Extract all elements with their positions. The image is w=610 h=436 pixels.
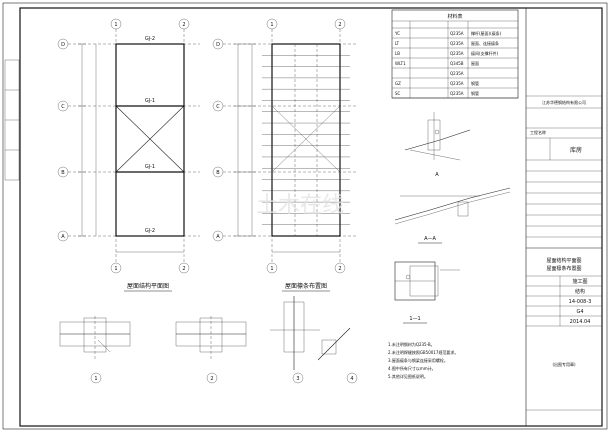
material-table-cell: 屋面 xyxy=(471,60,479,66)
grid-label: D xyxy=(61,42,65,48)
material-table-cell: Q345B xyxy=(450,61,464,66)
drawing-number: 14-008-3 xyxy=(569,299,592,305)
grid-label: 2 xyxy=(338,22,341,28)
grid-label: 1 xyxy=(270,22,273,28)
detail-number: 2 xyxy=(210,376,213,382)
beam-label: GJ-1 xyxy=(145,98,155,104)
material-table-cell: 钢管 xyxy=(471,80,479,86)
design-stage: 施工图 xyxy=(572,278,587,285)
drawing-title-1: 屋面结构平面图 xyxy=(546,257,581,264)
roof-frame-outline xyxy=(115,43,185,237)
bottom-details: 1 2 3 4 xyxy=(59,296,358,384)
plan-title: 屋面檩条布置图 xyxy=(285,282,327,290)
material-table-cell: LT xyxy=(395,41,400,46)
material-table-cell: Q235A xyxy=(450,81,464,86)
material-table-cell: SC xyxy=(395,91,401,96)
grid-label: B xyxy=(61,170,65,176)
material-table-cell: WLT1 xyxy=(395,61,406,66)
detail-number: 3 xyxy=(296,376,299,382)
title-block: 江苏华德钢结构有限公司 工程名称 库房 屋面结构平面图 屋面檩条布置图 施工图 … xyxy=(525,7,603,427)
material-table-cell: 屋面、连接檩条 xyxy=(471,40,499,46)
discipline: 结构 xyxy=(575,288,585,295)
note-line: 5.其他详见图纸说明。 xyxy=(388,373,428,379)
grid-label: C xyxy=(61,104,65,110)
note-line: 1.未注明钢材为Q235-B。 xyxy=(388,341,435,347)
material-table-cell: GZ xyxy=(395,81,401,86)
material-table-cell: Q235A xyxy=(450,41,464,46)
beam-label: GJ-2 xyxy=(145,228,155,234)
connection-details: A A—A 1—1 xyxy=(394,112,511,324)
beam-label: GJ-2 xyxy=(145,36,155,42)
project-label: 工程名称 xyxy=(530,129,546,135)
note-line: 2.未注明焊缝按照GB50017规范要求。 xyxy=(388,349,458,355)
material-table-cell: Q235A xyxy=(450,31,464,36)
material-table-cell: 撑杆(屋面)(檩条) xyxy=(471,30,502,36)
material-table-cell: Q235A xyxy=(450,91,464,96)
grid-label: 2 xyxy=(182,22,185,28)
grid-label: C xyxy=(216,104,220,110)
stamp-label: (出图专用章) xyxy=(552,361,576,367)
section-label: 1—1 xyxy=(409,316,420,322)
grid-label: D xyxy=(216,42,220,48)
beam-label: GJ-1 xyxy=(145,164,155,170)
grid-label: A xyxy=(216,234,220,240)
issue-date: 2014.04 xyxy=(570,319,591,325)
material-table-cell: 钢管 xyxy=(471,90,479,96)
drawing-title-2: 屋面檩条布置图 xyxy=(546,265,581,272)
detail-number: 4 xyxy=(350,376,353,382)
material-table-cell: 檩间(支撑杆件) xyxy=(471,50,499,56)
grid-label: 1 xyxy=(114,266,117,272)
grid-label: 2 xyxy=(338,266,341,272)
material-table-cell: YC xyxy=(394,31,400,36)
grid-label: A xyxy=(61,234,65,240)
outer-border xyxy=(2,2,608,430)
purlin-frame-outline xyxy=(271,43,341,237)
general-notes: 1.未注明钢材为Q235-B。 2.未注明焊缝按照GB50017规范要求。 3.… xyxy=(388,341,458,379)
watermark: 土木在线 xyxy=(256,193,344,218)
note-line: 3.屋面檩条与钢梁连接采用螺栓。 xyxy=(388,357,448,363)
grid-label: B xyxy=(216,170,220,176)
grid-label: 1 xyxy=(114,22,117,28)
material-table-cell: Q235A xyxy=(450,71,464,76)
section-label: A—A xyxy=(424,236,436,242)
detail-number: 1 xyxy=(94,376,97,382)
material-table: 材料表 YC Q235A 撑杆(屋面)(檩条) LT Q235A 屋面、连接檩条 LB Q23… xyxy=(391,9,519,99)
roof-structure-plan: 1 2 D C B A GJ-2 GJ-1 GJ-1 GJ-2 xyxy=(57,18,200,292)
grid-label: 2 xyxy=(182,266,185,272)
material-table-cell: Q235A xyxy=(450,51,464,56)
sheet-number: G4 xyxy=(576,309,583,315)
note-line: 4.图中所有尺寸以mm计。 xyxy=(388,365,436,371)
project-name: 库房 xyxy=(570,146,582,154)
material-table-cell: LB xyxy=(395,51,400,56)
material-table-title: 材料表 xyxy=(447,13,462,20)
plan-title: 屋面结构平面图 xyxy=(127,282,169,290)
grid-label: 1 xyxy=(270,266,273,272)
purlin-layout-plan: D C B A 1 2 1 2 屋面檩条布置图 xyxy=(212,18,356,292)
company-name: 江苏华德钢结构有限公司 xyxy=(542,99,586,105)
section-label: A xyxy=(435,172,439,178)
